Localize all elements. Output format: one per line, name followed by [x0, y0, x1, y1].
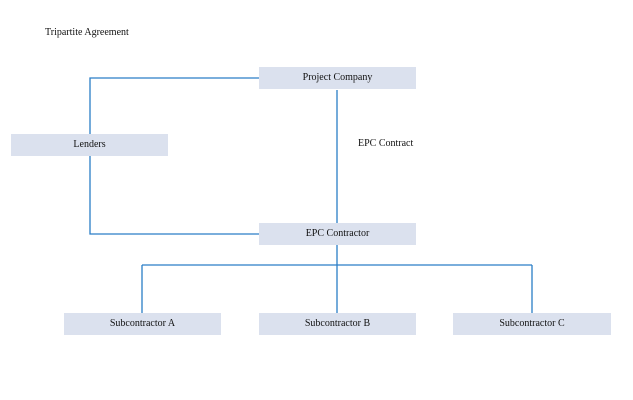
- node-subcontractor-a: Subcontractor A: [64, 313, 221, 335]
- node-subcontractor-b: Subcontractor B: [259, 313, 416, 335]
- epc-contract-label: EPC Contract: [358, 138, 414, 149]
- node-epc-contractor: EPC Contractor: [259, 223, 416, 245]
- node-project-company: Project Company: [259, 67, 416, 89]
- node-lenders: Lenders: [11, 134, 168, 156]
- connector-lenders-to-epc-contractor: [89, 156, 260, 235]
- connector-project-to-lenders: [89, 77, 260, 134]
- node-subcontractor-c: Subcontractor C: [453, 313, 611, 335]
- diagram-title: Tripartite Agreement: [45, 27, 129, 38]
